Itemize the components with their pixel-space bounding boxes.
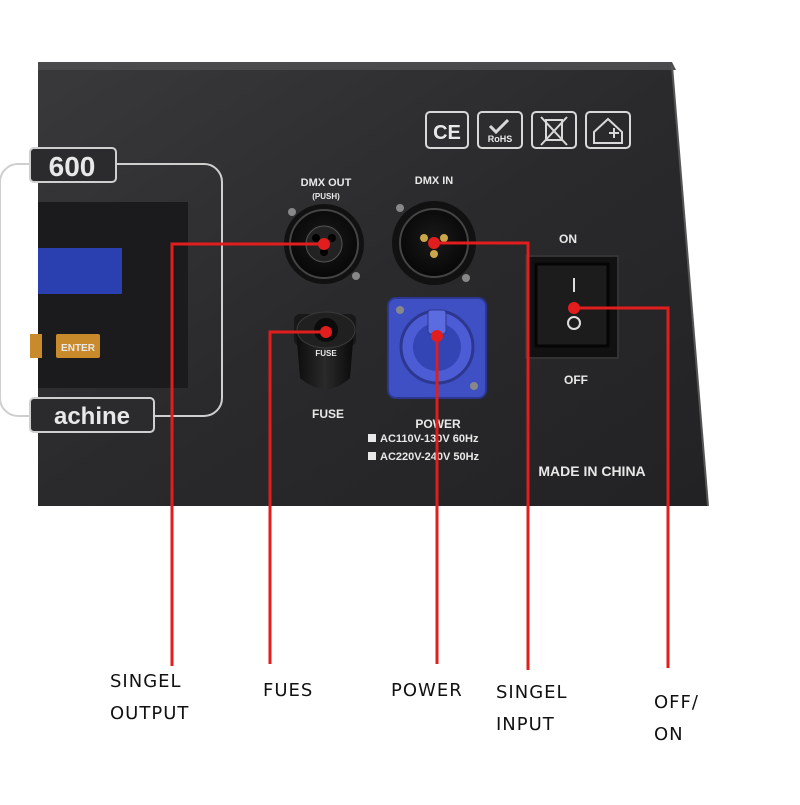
ce-mark: CE (433, 122, 461, 144)
made-in-label: MADE IN CHINA (538, 463, 645, 479)
fuse-cap-text: FUSE (315, 349, 337, 358)
switch-off-label: OFF (564, 373, 588, 387)
callout-line-fuse (268, 330, 326, 664)
callout-fues: FUES (263, 680, 314, 701)
callout-line-output (170, 242, 324, 666)
rohs-check-icon (488, 118, 510, 135)
cert-icons (425, 111, 631, 149)
callout-singel-output: SINGEL OUTPUT (110, 671, 190, 724)
callout-lines (170, 241, 670, 670)
callout-line-switch (574, 306, 670, 668)
voltage-line-1: AC110V-130V 60Hz (380, 433, 479, 445)
model-badge (29, 147, 117, 183)
enter-button (56, 334, 100, 358)
weee-bin-icon (540, 116, 568, 146)
switch-on-label: ON (559, 232, 577, 246)
dot-fuse (320, 326, 332, 338)
dmx-out-sublabel: (PUSH) (312, 192, 340, 201)
model-number: 600 (49, 151, 96, 182)
brand-badge (29, 397, 155, 433)
dmx-in-label: DMX IN (415, 175, 454, 187)
rohs-mark: RoHS (488, 134, 513, 144)
enter-label: ENTER (61, 343, 96, 354)
lcd-screen (38, 248, 122, 294)
dmx-out-label: DMX OUT (301, 177, 352, 189)
callout-singel-input: SINGEL INPUT (496, 682, 568, 735)
dot-output (318, 238, 330, 250)
panel-top-edge (38, 62, 676, 70)
dot-input (428, 237, 440, 249)
callout-power: POWER (391, 680, 463, 701)
display-bezel (38, 202, 188, 388)
callout-dots (318, 237, 580, 342)
rear-panel (38, 66, 708, 506)
fuse-label: FUSE (312, 407, 344, 421)
left-button (30, 334, 42, 358)
dot-switch (568, 302, 580, 314)
callout-line-input (434, 241, 530, 670)
brand-text: achine (54, 403, 130, 430)
callout-off-on: OFF/ ON (654, 692, 699, 745)
voltage-line-2: AC220V-240V 50Hz (380, 451, 480, 463)
dot-power (431, 330, 443, 342)
indoor-use-icon (593, 117, 623, 144)
